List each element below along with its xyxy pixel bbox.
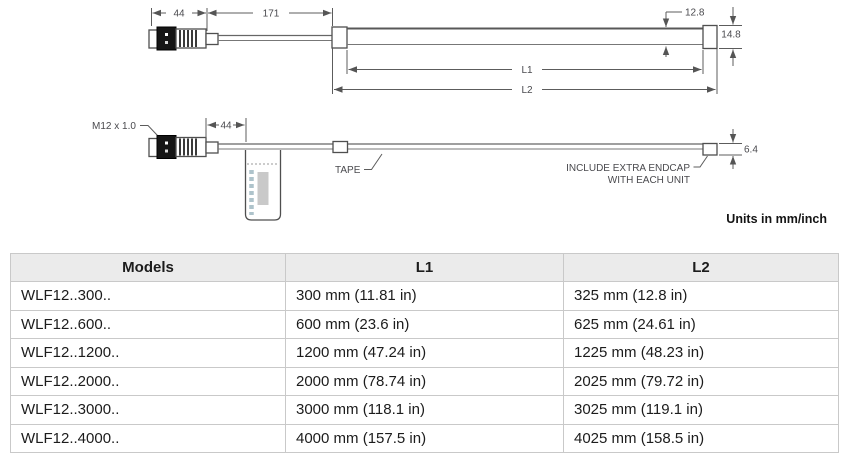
l1-cell: 300 mm (11.81 in) <box>285 281 564 311</box>
l2-cell: 2025 mm (79.72 in) <box>563 366 839 396</box>
dimension-drawing-top: 44 171 12.8 14.8 L1 L2 <box>148 7 742 96</box>
l1-dim-label: L1 <box>521 65 533 76</box>
model-cell: WLF12..300.. <box>10 281 286 311</box>
m12-connector <box>148 26 219 51</box>
l2-dim-label: L2 <box>521 85 533 96</box>
m12-connector <box>148 135 219 159</box>
dim-6-4-label: 6.4 <box>744 145 758 156</box>
table-row: WLF12..2000.. 2000 mm (78.74 in) 2025 mm… <box>10 366 839 396</box>
l1-cell: 600 mm (23.6 in) <box>285 309 564 339</box>
l1-cell: 3000 mm (118.1 in) <box>285 395 564 425</box>
dim-l2: L2 <box>332 48 718 96</box>
connector-ribs <box>179 30 197 47</box>
table-row: WLF12..1200.. 1200 mm (47.24 in) 1225 mm… <box>10 338 839 368</box>
model-cell: WLF12..1200.. <box>10 338 286 368</box>
l2-cell: 1225 mm (48.23 in) <box>563 338 839 368</box>
l2-cell: 3025 mm (119.1 in) <box>563 395 839 425</box>
cable <box>218 143 703 150</box>
l1-cell: 4000 mm (157.5 in) <box>285 423 564 453</box>
model-cell: WLF12..600.. <box>10 309 286 339</box>
connector-ribs <box>179 138 197 156</box>
dim-44-tag-label: 44 <box>220 121 232 132</box>
cable <box>218 34 332 41</box>
thread-size-callout: M12 x 1.0 <box>92 121 159 137</box>
dim-connector-length: 44 <box>151 8 208 31</box>
dim-44-connector-label: 44 <box>173 9 185 20</box>
dim-14-8-label: 14.8 <box>721 30 741 41</box>
dimension-drawing-bottom: M12 x 1.0 44 <box>92 118 827 226</box>
endcap <box>702 142 718 156</box>
l2-cell: 4025 mm (158.5 in) <box>563 423 839 453</box>
model-cell: WLF12..4000.. <box>10 423 286 453</box>
light-bar <box>331 24 718 50</box>
dim-l1: L1 <box>346 50 704 76</box>
table-header-l2: L2 <box>563 253 839 282</box>
dim-cable-length: 171 <box>208 8 333 26</box>
l2-cell: 325 mm (12.8 in) <box>563 281 839 311</box>
hang-tag <box>244 150 282 221</box>
l1-cell: 1200 mm (47.24 in) <box>285 338 564 368</box>
dim-12-8-label: 12.8 <box>685 8 705 19</box>
endcap-note-line2: WITH EACH UNIT <box>608 175 690 186</box>
dim-171-label: 171 <box>263 9 280 20</box>
thread-size-label: M12 x 1.0 <box>92 121 136 132</box>
dim-window-height: 12.8 <box>662 8 705 57</box>
table-row: WLF12..4000.. 4000 mm (157.5 in) 4025 mm… <box>10 423 839 453</box>
tape-wrap <box>332 140 349 154</box>
model-cell: WLF12..3000.. <box>10 395 286 425</box>
extra-endcap-callout: INCLUDE EXTRA ENDCAP WITH EACH UNIT <box>566 142 718 186</box>
dim-housing-height: 14.8 <box>719 7 742 66</box>
table-header-l1: L1 <box>285 253 564 282</box>
models-spec-table: Models L1 L2 WLF12..300.. 300 mm (11.81 … <box>10 253 839 453</box>
endcap-note-line1: INCLUDE EXTRA ENDCAP <box>566 163 690 174</box>
table-header-models: Models <box>10 253 286 282</box>
tape-label: TAPE <box>335 165 361 176</box>
table-row: WLF12..300.. 300 mm (11.81 in) 325 mm (1… <box>10 281 839 311</box>
l1-cell: 2000 mm (78.74 in) <box>285 366 564 396</box>
table-row: WLF12..600.. 600 mm (23.6 in) 625 mm (24… <box>10 309 839 339</box>
tag-label-block <box>257 172 269 205</box>
table-header-row: Models L1 L2 <box>10 253 839 282</box>
tape-callout: TAPE <box>332 140 383 176</box>
left-endcap <box>331 26 348 49</box>
model-cell: WLF12..2000.. <box>10 366 286 396</box>
l2-cell: 625 mm (24.61 in) <box>563 309 839 339</box>
table-row: WLF12..3000.. 3000 mm (118.1 in) 3025 mm… <box>10 395 839 425</box>
right-endcap <box>702 24 718 50</box>
dim-endcap-height: 6.4 <box>719 129 758 169</box>
dim-tag-offset: 44 <box>205 118 247 142</box>
units-note: Units in mm/inch <box>726 212 827 226</box>
